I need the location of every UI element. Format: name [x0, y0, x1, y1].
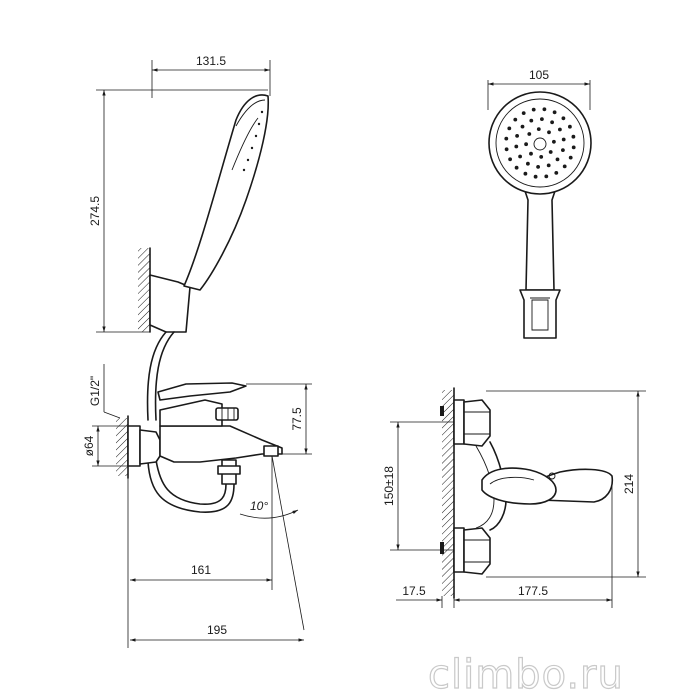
flange	[127, 425, 141, 467]
dim-mixer-height: 214	[622, 474, 636, 494]
hose-upper	[146, 331, 167, 421]
dim-wall-offset: 17.5	[402, 584, 426, 598]
nozzle	[514, 165, 519, 170]
wall-hatch-lower	[116, 418, 128, 476]
hose-lower	[147, 461, 235, 513]
dim-centers: 150±18	[382, 466, 396, 506]
shower-handle-front	[523, 187, 557, 291]
nozzle	[524, 142, 528, 147]
dim-flange-diameter: ø64	[82, 435, 96, 456]
nozzle	[504, 147, 509, 152]
watermark-logo: climbo.ru	[428, 652, 624, 698]
shower-head-dots	[242, 110, 264, 172]
nozzle	[539, 155, 544, 159]
mixer-body-side	[159, 425, 283, 463]
nozzle	[546, 163, 551, 168]
nozzle	[568, 155, 573, 160]
nozzle	[504, 136, 509, 141]
nozzle	[554, 171, 559, 175]
nozzle	[533, 174, 538, 179]
diverter-knob	[215, 407, 239, 421]
nozzle	[526, 161, 530, 166]
dim-head-diameter: 105	[529, 68, 549, 82]
nozzle	[558, 127, 562, 132]
nozzle	[561, 137, 566, 142]
nozzle	[555, 157, 560, 162]
nozzle	[508, 157, 512, 162]
nozzle	[529, 118, 534, 123]
dim-lever-length: 177.5	[518, 584, 548, 598]
dim-angle: 10°	[250, 499, 268, 513]
dim-spout-height: 77.5	[290, 407, 304, 431]
nozzle	[548, 150, 553, 154]
shower-holder	[149, 274, 191, 333]
nozzle	[550, 120, 554, 125]
nozzle	[529, 151, 533, 156]
nozzle	[542, 107, 547, 112]
wall-hatch-right	[442, 390, 454, 596]
nozzle	[515, 134, 519, 138]
nozzle	[552, 110, 557, 115]
dim-total-length: 195	[207, 623, 227, 637]
nozzle	[521, 111, 526, 115]
mixer-front-view: 150±18 214 17.5 177.5	[382, 387, 646, 608]
dim-thread: G1/2"	[88, 376, 102, 406]
lever-side	[157, 382, 247, 401]
nozzle	[562, 164, 567, 169]
nozzle	[514, 144, 519, 149]
shower-head-face	[488, 91, 592, 195]
nozzle	[513, 117, 518, 122]
nozzle	[540, 117, 544, 121]
dim-side-width: 131.5	[196, 54, 226, 68]
dim-spout-length: 161	[191, 563, 211, 577]
mixer-body-front	[481, 467, 557, 505]
nozzle	[571, 145, 576, 150]
side-view: 131.5 274.5 G1/2" ø64 77.5 10° 161 195	[82, 54, 312, 648]
dim-side-height: 274.5	[88, 196, 102, 226]
nozzle	[507, 126, 512, 131]
nozzle	[561, 116, 566, 121]
nozzle	[544, 174, 549, 179]
nozzle	[520, 124, 525, 129]
nozzle	[527, 132, 532, 136]
wall-hatch-upper	[138, 248, 150, 332]
nozzle	[571, 134, 576, 139]
nozzle	[552, 139, 556, 144]
hand-shower-side	[183, 94, 270, 291]
nozzle	[536, 127, 541, 131]
shower-nozzles	[504, 107, 576, 179]
nozzle	[547, 130, 551, 135]
nozzle	[518, 154, 522, 159]
nozzle	[531, 107, 536, 112]
nozzle	[536, 165, 540, 169]
nozzle	[561, 148, 565, 153]
shower-front-view: 105	[487, 68, 592, 339]
nozzle	[568, 124, 572, 129]
nozzle	[523, 171, 528, 176]
